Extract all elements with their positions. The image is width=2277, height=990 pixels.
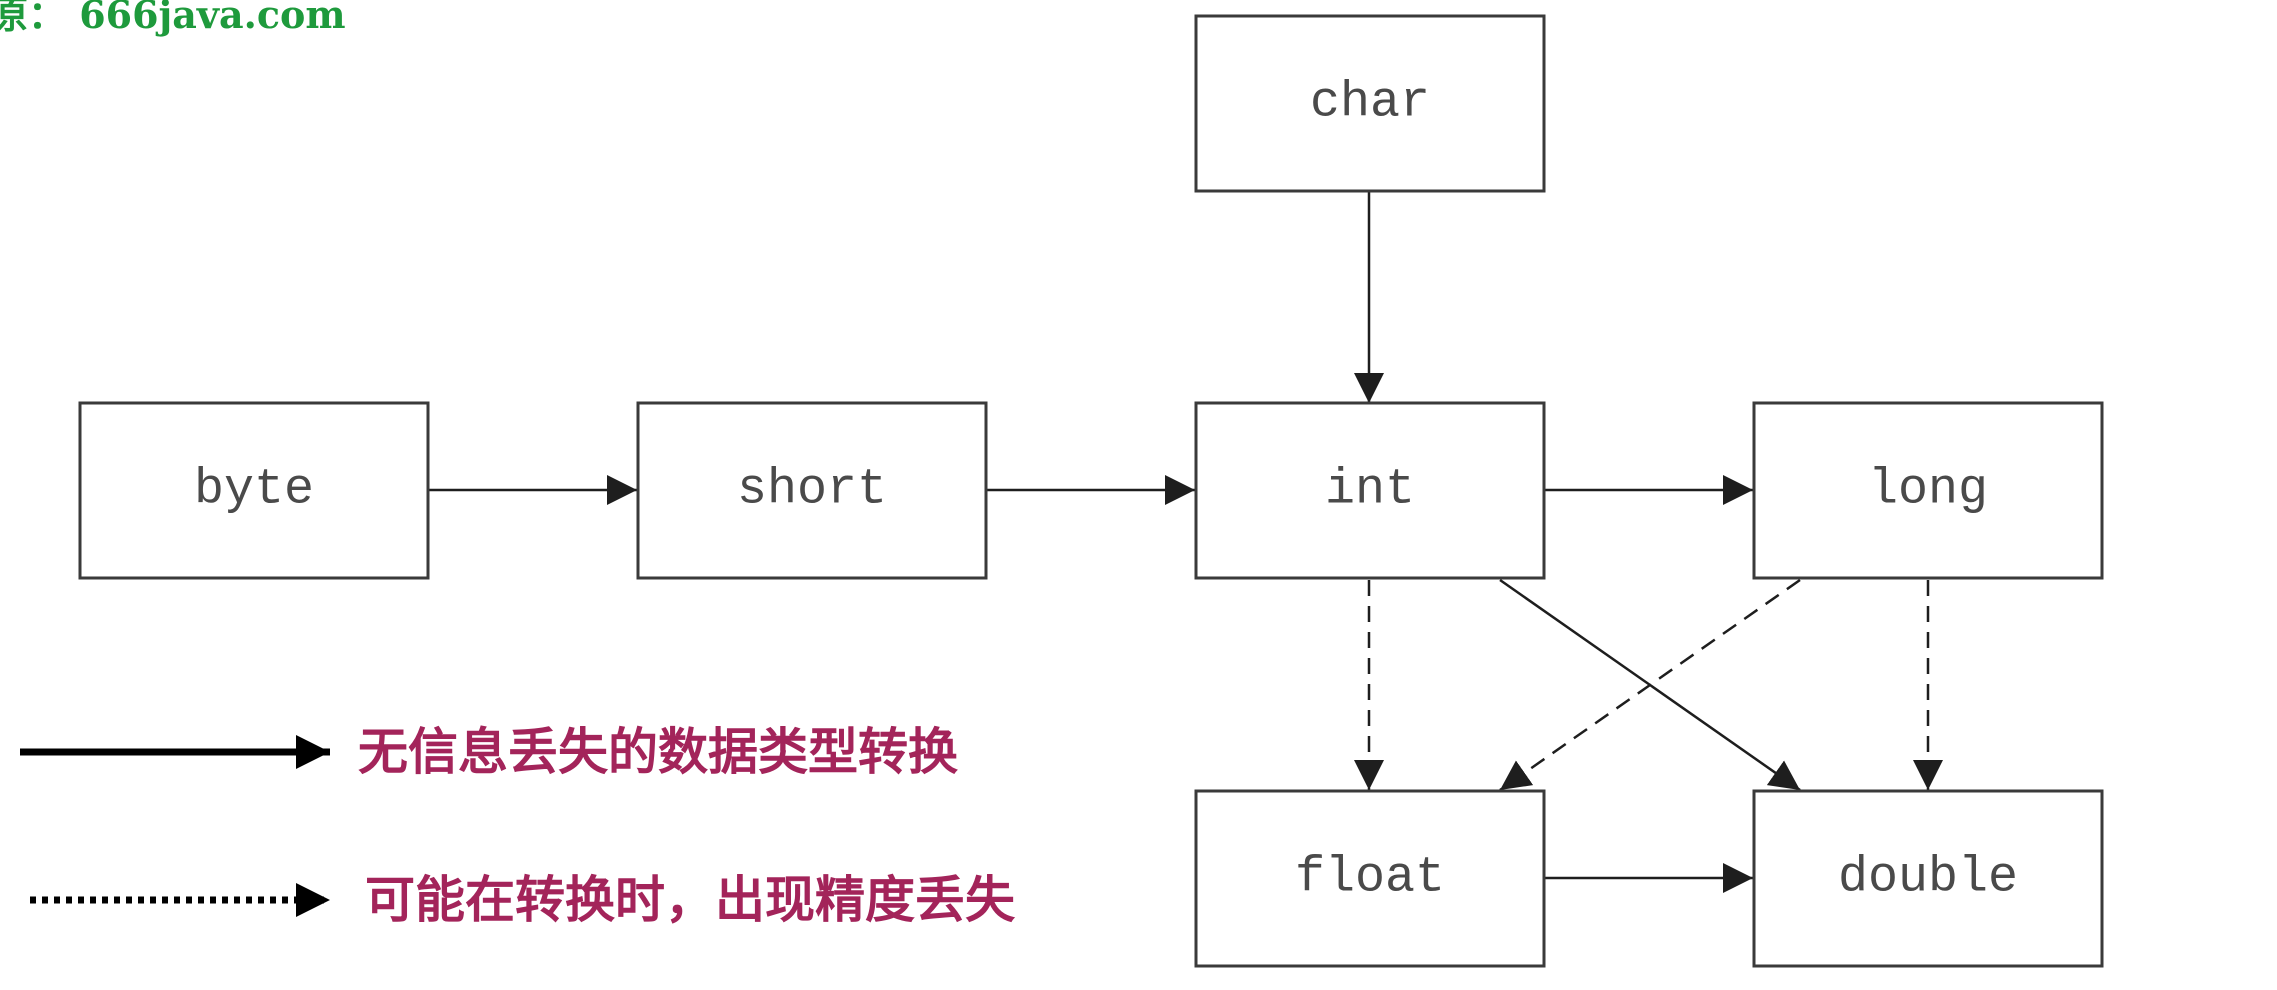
node-short: short: [636, 401, 988, 580]
legend-dashed-label: 可能在转换时，出现精度丢失: [365, 871, 1016, 929]
node-int: int: [1194, 401, 1546, 580]
edge-long-to-float: [1499, 578, 1801, 792]
node-long-label: long: [1868, 462, 1988, 519]
node-long: long: [1752, 401, 2104, 580]
legend-solid-label: 无信息丢失的数据类型转换: [358, 723, 958, 781]
node-char-label: char: [1310, 75, 1430, 132]
node-double-label: double: [1838, 850, 2018, 907]
legend: 无信息丢失的数据类型转换 可能在转换时，出现精度丢失: [20, 723, 1016, 929]
watermark-text: 原： 666java.com: [0, 0, 346, 37]
node-double: double: [1752, 789, 2104, 968]
node-int-label: int: [1325, 462, 1415, 519]
node-short-label: short: [737, 462, 887, 519]
node-float: float: [1194, 789, 1546, 968]
node-byte-label: byte: [194, 462, 314, 519]
node-byte: byte: [78, 401, 430, 580]
node-float-label: float: [1295, 850, 1445, 907]
edges: [429, 192, 1943, 893]
node-char: char: [1194, 14, 1546, 193]
